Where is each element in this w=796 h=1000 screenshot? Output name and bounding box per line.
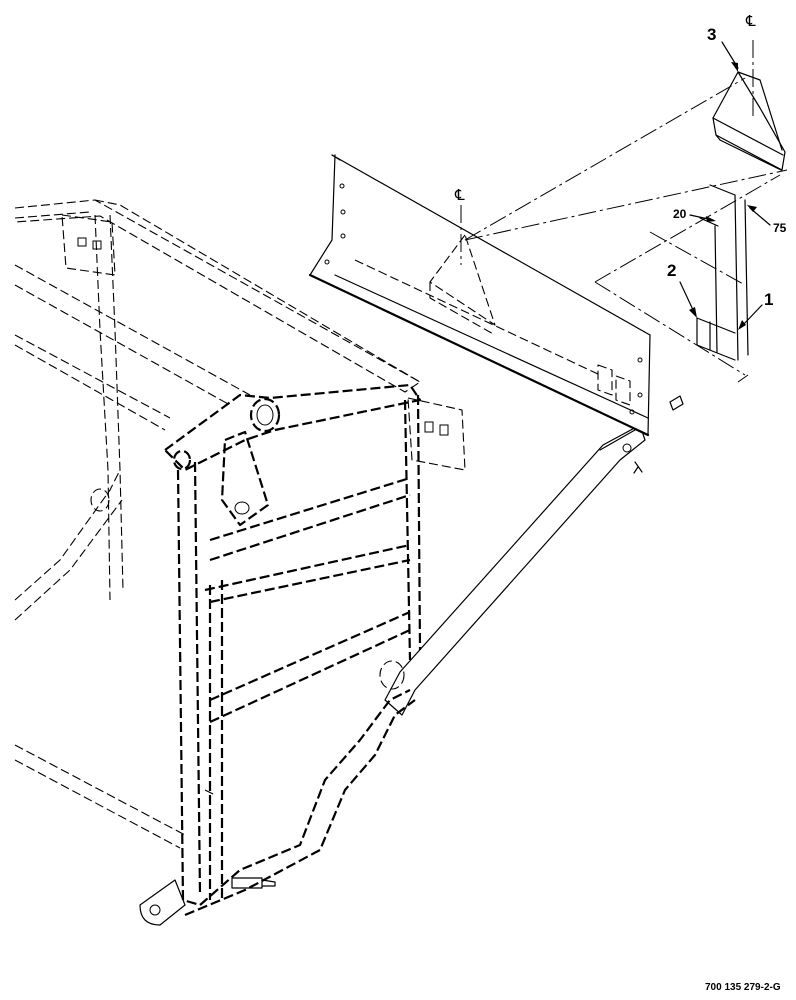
callout-3: 3	[707, 25, 716, 44]
labels: 3 2 1 20 75 ℄ ℄ 700 135 279-2-G	[454, 12, 787, 993]
callout-leaders	[679, 41, 771, 330]
dimension-20: 20	[673, 207, 687, 221]
deflector-panel	[308, 154, 651, 437]
dimension-detail	[696, 184, 749, 361]
callout-1: 1	[764, 290, 773, 309]
centerline-symbol-panel: ℄	[454, 186, 465, 204]
callout-2: 2	[667, 261, 676, 280]
brace-rod	[384, 395, 684, 716]
header-frame-phantom	[14, 199, 466, 849]
document-number: 700 135 279-2-G	[705, 982, 781, 993]
triangle-shield-item-3	[712, 71, 786, 171]
dimension-75: 75	[773, 221, 787, 235]
main-frame	[139, 383, 422, 926]
projection-lines	[460, 40, 788, 383]
centerline-symbol-top: ℄	[745, 12, 756, 30]
panel-holes	[324, 183, 643, 415]
